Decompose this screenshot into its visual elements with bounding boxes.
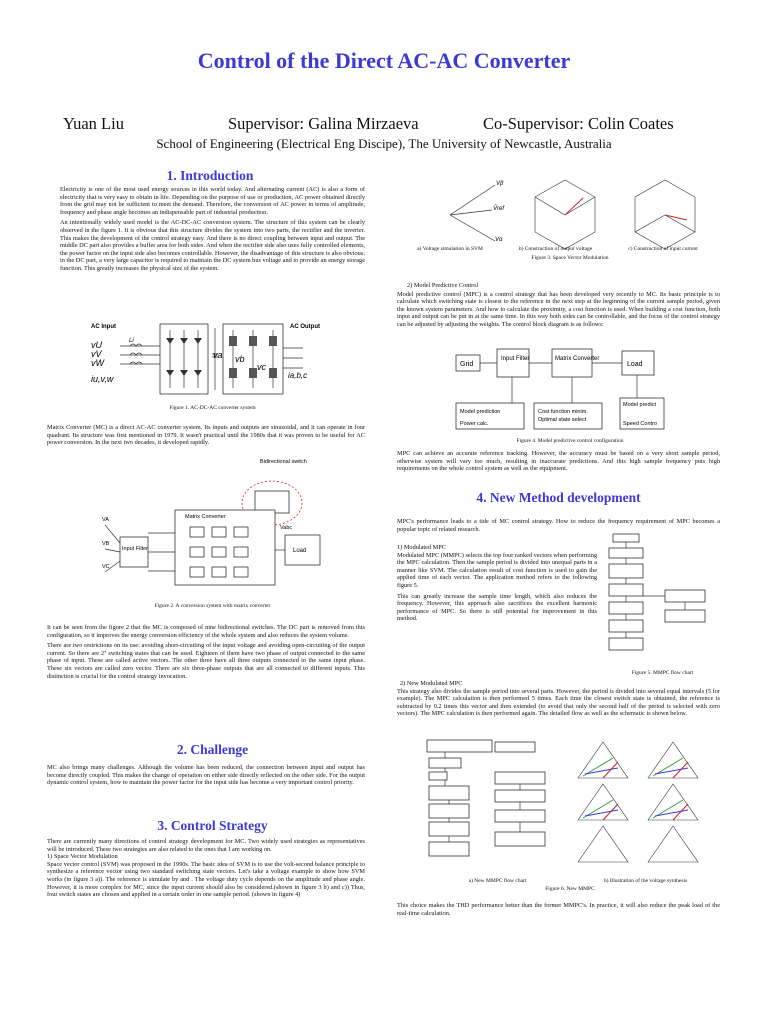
poster-title: Control of the Direct AC-AC Converter	[197, 48, 571, 73]
fig1-iabc-label: ia,b,c	[288, 371, 307, 380]
fig2-vc-label: VC	[102, 564, 110, 570]
intro-paragraph-4: It can be seen from the figure 2 that th…	[47, 624, 365, 639]
mpc-paragraph-1: Model predictive control (MPC) is a cont…	[397, 290, 720, 328]
mmpc-paragraph-1: Modulated MPC (MMPC) selects the top fou…	[397, 551, 597, 589]
intro-paragraph-2: An intentionally widely used model is th…	[60, 219, 365, 272]
fig4-model-pred-label: Model prediction	[460, 409, 500, 415]
fig1-vb-label: vb	[235, 354, 245, 364]
figure-4-mpc-diagram: Grid Input Filter Matrix Converter Load …	[455, 348, 665, 430]
fig4-model-pred2-label: Model predict	[623, 402, 656, 408]
figure-1-caption: Figure 1. AC-DC-AC converter system	[169, 405, 256, 411]
mpc-title: 2) Model Predictive Control	[407, 282, 479, 289]
section-challenge-heading: 2. Challenge	[176, 742, 249, 757]
figure-2-caption: Figure 2. A conversion system with matri…	[154, 603, 271, 609]
figure-6-caption: Figure 6. New MMPC	[545, 886, 595, 892]
fig2-input-filter-label: Input Filter	[122, 546, 148, 552]
control-paragraph-1: There are currently many directions of c…	[47, 838, 365, 853]
figure-6a-new-mmpc-flowchart	[426, 739, 546, 857]
figure-3a-caption: a) Voltage simulation in SVM	[417, 246, 483, 252]
figure-2-matrix-converter-diagram: Bidirectional switch Matrix Converter In…	[102, 459, 321, 586]
fig4-power-calc-label: Power calc.	[460, 421, 489, 427]
intro-paragraph-5: There are two restrictions on its use: a…	[47, 642, 365, 680]
fig4-speed-label: Speed Contro	[623, 421, 657, 427]
intro-paragraph-1: Electricity is one of the most used ener…	[60, 186, 365, 216]
section-control-heading: 3. Control Strategy	[157, 818, 268, 833]
mmpc-text-block: 1) Modulated MPC Modulated MPC (MMPC) se…	[397, 544, 597, 626]
cosupervisor-name: Co-Supervisor: Colin Coates	[483, 114, 674, 133]
fig1-ac-output-label: AC Output	[290, 324, 320, 330]
figure-5-mmpc-flowchart	[608, 533, 706, 651]
final-paragraph: This choice makes the THD performance be…	[397, 902, 720, 917]
fig4-grid-label: Grid	[460, 361, 473, 368]
nmmpc-title: 2) New Modulated MPC	[400, 680, 463, 687]
fig2-va-label: VA	[102, 517, 109, 523]
mpc-text-block: 2) Model Predictive Control Model predic…	[397, 282, 720, 332]
figure-3-caption: Figure 3. Space Vector Modulation	[531, 255, 609, 261]
fig1-vc-label: vc	[257, 362, 267, 372]
fig1-li-label: Li	[129, 338, 134, 344]
fig1-vu-label: vU	[91, 340, 103, 350]
figure-6a-caption: a) New MMPC flow chart	[468, 878, 527, 884]
intro-text-block: Electricity is one of the most used ener…	[60, 186, 365, 276]
mpc-paragraph-2: MPC can achieve an accurate reference tr…	[397, 450, 720, 473]
fig1-vv-label: vV	[91, 349, 103, 359]
figure-3c-caption: c) Construction of input current	[628, 246, 698, 252]
figure-6b-voltage-synthesis	[577, 741, 699, 863]
control-paragraph-svm: Space vector control (SVM) was proposed …	[47, 860, 365, 899]
section-introduction-heading: 1. Introduction	[166, 168, 254, 183]
fig4-optimal-label: Optimal state select	[538, 417, 587, 423]
nmmpc-paragraph: This strategy also divides the sample pe…	[397, 687, 720, 718]
section-new-method-heading: 4. New Method development	[476, 490, 641, 505]
fig2-matrix-label: Matrix Converter	[185, 514, 226, 520]
fig1-iuvw-label: iu,v,w	[91, 374, 114, 384]
affiliation: School of Engineering (Electrical Eng Di…	[156, 136, 612, 151]
control-text-block: There are currently many directions of c…	[47, 838, 365, 899]
fig2-bidirectional-label: Bidirectional switch	[260, 459, 307, 465]
control-svm-title: 1) Space Vector Modulation	[47, 853, 118, 861]
fig2-load-label: Load	[293, 548, 306, 554]
nmmpc-text-block: 2) New Modulated MPC This strategy also …	[397, 680, 720, 721]
svg-text:Vα: Vα	[495, 237, 503, 243]
fig4-matrix-label: Matrix Converter	[555, 356, 599, 362]
figure-3-svm-diagram: Vβ Vα V̄ref	[449, 179, 696, 250]
mmpc-title: 1) Modulated MPC	[397, 544, 446, 551]
fig1-vw-label: vW	[91, 358, 106, 368]
figure-6b-caption: b) Illustration of the voltage synthesis	[603, 878, 688, 884]
fig4-cost-fn-label: Cost function minim.	[538, 409, 588, 415]
challenge-paragraph: MC also brings many challenges. Although…	[47, 764, 365, 787]
figure-3b-caption: b) Construction of output voltage	[518, 246, 593, 252]
figure-4-caption: Figure 4. Model predictive control confi…	[516, 438, 624, 444]
svg-text:V̄ref: V̄ref	[493, 205, 505, 212]
supervisor-name: Supervisor: Galina Mirzaeva	[228, 114, 419, 133]
fig4-load-label: Load	[627, 361, 643, 368]
intro-text-block-2: It can be seen from the figure 2 that th…	[47, 624, 365, 683]
figure-1-acdcac-diagram: AC Input vU vV vW iu,v,w Li va vb vc AC …	[91, 323, 320, 395]
new-method-intro: MPC's performance leads to a tide of MC …	[397, 518, 720, 533]
fig4-input-filter-label: Input Filter	[501, 356, 529, 362]
fig2-vb-label: VB	[102, 541, 110, 547]
fig1-ac-input-label: AC Input	[91, 324, 116, 330]
fig1-va-label: va	[213, 350, 223, 360]
fig2-vabc-label: Vabc	[280, 525, 292, 531]
author-name: Yuan Liu	[63, 114, 124, 133]
mmpc-paragraph-2: This can greatly increase the sample tim…	[397, 592, 597, 623]
figure-5-caption: Figure 5. MMPC flow chart	[631, 670, 694, 676]
intro-paragraph-3: Matrix Converter (MC) is a direct AC-AC …	[47, 424, 365, 447]
svg-text:Vβ: Vβ	[496, 181, 504, 187]
